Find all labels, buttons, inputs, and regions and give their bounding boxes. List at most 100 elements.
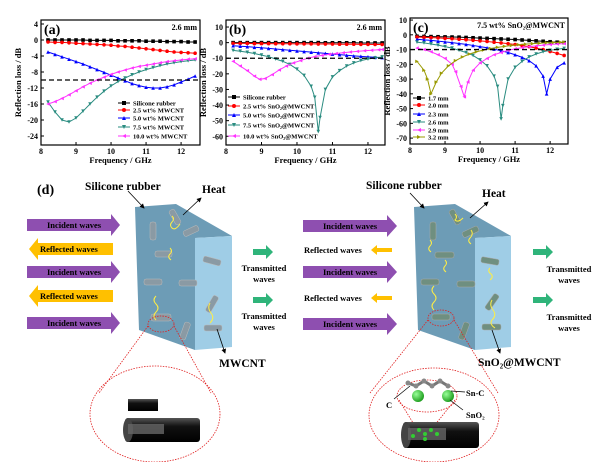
legend-label: 5.0 wt% SnO₂@MWCNT [243,112,315,119]
data-point [417,128,421,132]
data-point [485,39,489,44]
series-3 [415,40,566,121]
data-point [252,51,257,56]
y-tick-label: 0 [403,31,407,40]
legend-label: 10.0 wt% MWCNT [133,133,188,140]
y-axis-label: Reflection loss / dB [13,48,23,118]
data-point [137,46,141,50]
data-point [541,49,545,54]
data-point [450,46,454,50]
data-point [116,79,120,84]
legend-label: 2.3 mm [428,111,449,118]
data-point [334,51,338,56]
data-point [95,38,99,43]
data-point [312,95,317,100]
incident-waves-label: Incident waves [323,221,378,231]
data-point [302,49,306,54]
data-point [425,77,430,81]
data-point [417,135,421,139]
data-point [172,83,176,87]
data-point [130,81,134,86]
data-point [151,47,155,52]
data-point [330,42,335,46]
data-point [88,81,92,85]
data-point [309,84,313,89]
data-point [362,48,367,53]
reflected-arrow [29,238,113,260]
incident-arrow [27,312,120,334]
data-point [422,47,426,52]
data-point [122,101,126,105]
data-point [417,120,421,124]
data-point [252,74,257,78]
legend-label: 2.5 wt% MWCNT [133,107,185,114]
series-line [47,58,196,105]
x-tick-label: 8 [39,147,43,156]
x-tick-label: 9 [259,147,263,156]
plot-frame [40,19,201,146]
data-point [122,116,126,120]
panel-label-d: (d) [37,183,54,198]
data-point [60,96,64,101]
data-point [462,94,467,99]
legend-label: 2.6 mm [428,119,449,126]
data-point [458,84,463,89]
data-point [453,69,458,74]
x-tick-label: 8 [224,147,228,156]
data-point [109,43,113,47]
data-point [417,112,421,116]
data-point [366,57,370,61]
data-point [280,41,285,46]
x-axis-label: Frequency / GHz [274,155,336,165]
y-tick-label: -16 [27,100,38,109]
data-point [548,42,552,47]
incident-arrow [303,313,397,335]
data-point [137,83,141,88]
data-point [81,62,85,66]
data-point [513,65,517,70]
data-point [284,64,289,68]
silicone-rubber-label: Silicone rubber [85,181,161,193]
data-point [295,42,299,46]
data-point [46,100,50,104]
data-point [60,55,64,59]
data-point [165,39,169,44]
incident-waves-label: Incident waves [323,267,378,277]
diagram-right: Silicone rubber Heat SnO₂@MWCNT Incident… [303,180,592,462]
y-tick-label: -8 [31,68,38,77]
data-point [534,52,538,56]
data-point [534,39,538,43]
data-point [464,35,468,40]
data-point [122,125,126,129]
data-point [443,36,447,41]
x-tick-label: 11 [511,146,519,155]
data-point [266,41,271,46]
data-point [102,89,106,93]
data-point [562,41,566,46]
data-point [506,37,510,42]
data-point [158,48,162,53]
data-point [53,40,57,45]
data-point [502,44,507,49]
mwcnt-tube-icon [123,399,200,442]
data-point [231,43,235,48]
data-point [520,55,524,60]
data-point [232,134,236,138]
data-point [123,76,127,80]
data-point [457,41,461,46]
data-point [179,80,183,84]
slab-side-face [195,236,232,350]
data-point [337,42,342,46]
x-tick-label: 10 [476,146,484,155]
data-point [450,37,454,41]
y-tick-label: -30 [396,75,407,84]
series-line [416,36,565,56]
x-tick-label: 12 [177,147,185,156]
data-point [369,48,374,53]
data-point [492,40,496,44]
data-point [523,42,528,46]
data-point [46,102,50,106]
data-point [415,37,419,42]
